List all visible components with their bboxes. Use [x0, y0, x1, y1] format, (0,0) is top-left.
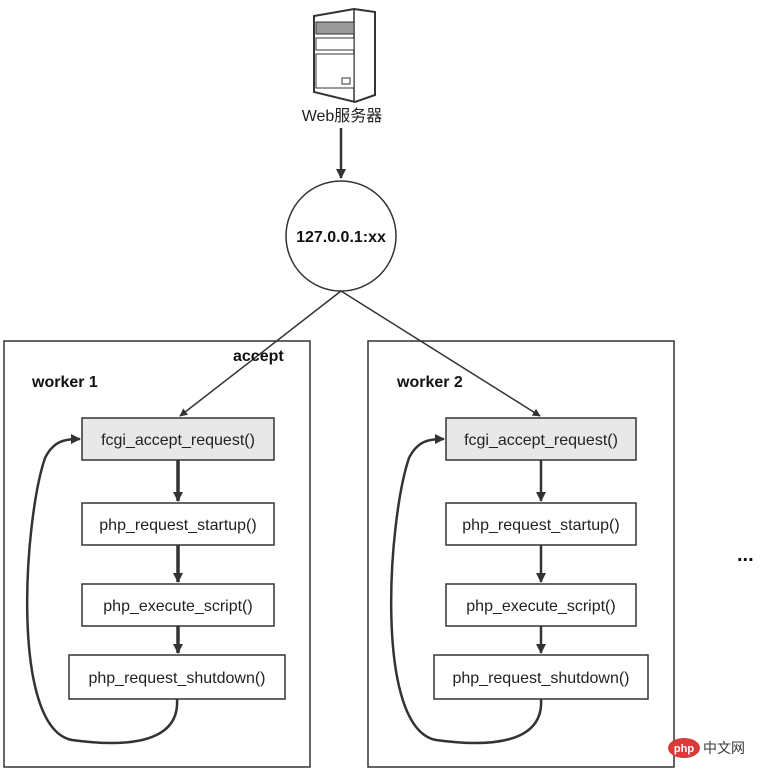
socket-to-worker-1-arrow	[179, 290, 342, 417]
worker-1-step-shutdown-label: php_request_shutdown()	[88, 670, 265, 687]
server-icon	[313, 7, 376, 104]
worker-2-frame	[367, 340, 675, 768]
accept-label: accept	[233, 348, 284, 365]
worker-1-step-startup-label: php_request_startup()	[99, 517, 256, 534]
worker-1-title: worker 1	[31, 374, 98, 391]
more-workers-indicator: ...	[737, 544, 754, 566]
worker-2-step-execute-label: php_execute_script()	[466, 598, 615, 615]
worker-1-step-startup-box	[81, 502, 275, 546]
worker-1-step-execute-label: php_execute_script()	[103, 598, 252, 615]
worker-1-loop-arrow	[25, 434, 179, 745]
watermark-site-text: 中文网	[703, 740, 745, 756]
worker-2-step-shutdown-box	[433, 654, 649, 700]
php-logo-icon	[668, 738, 700, 758]
socket-to-worker-2-arrow	[340, 290, 541, 417]
worker-1-step-shutdown-box	[68, 654, 286, 700]
socket-label: 127.0.0.1:xx	[296, 229, 386, 246]
worker-2-step-startup-label: php_request_startup()	[462, 517, 619, 534]
worker-2-step-shutdown-label: php_request_shutdown()	[452, 670, 629, 687]
worker-1-step-accept-label: fcgi_accept_request()	[101, 432, 255, 449]
worker-2-step-accept-label: fcgi_accept_request()	[464, 432, 618, 449]
site-watermark: php 中文网	[668, 738, 745, 758]
worker-1-step-execute-box	[81, 583, 275, 627]
worker-1-frame	[3, 340, 311, 768]
worker-2-title: worker 2	[396, 374, 463, 391]
php-logo-text: php	[674, 743, 694, 755]
worker-1-container: worker 1 fcgi_accept_request() php_reque…	[3, 340, 311, 768]
server-label: Web服务器	[302, 107, 383, 125]
worker-2-step-execute-box	[445, 583, 637, 627]
worker-2-container: worker 2 fcgi_accept_request() php_reque…	[367, 340, 675, 768]
worker-2-loop-arrow	[389, 434, 543, 745]
